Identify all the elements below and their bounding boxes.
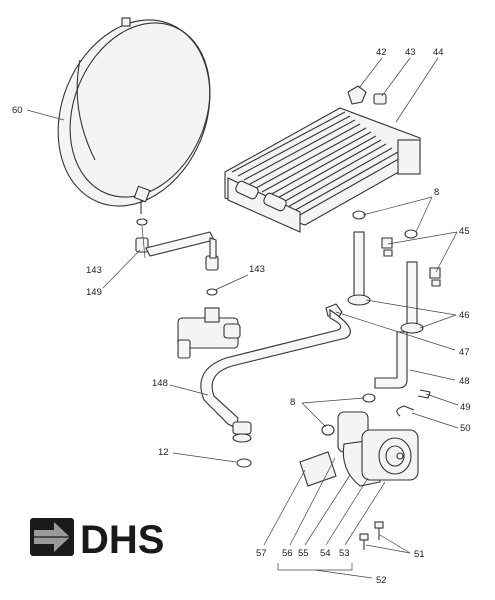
callout-52: 52 bbox=[376, 575, 387, 586]
logo-text: DHS bbox=[80, 518, 164, 562]
callout-148: 148 bbox=[152, 378, 168, 389]
callout-149: 149 bbox=[86, 287, 102, 298]
callout-8-top: 8 bbox=[434, 187, 439, 198]
callout-143-right: 143 bbox=[249, 264, 265, 275]
pipe-148 bbox=[200, 308, 351, 443]
clip-43 bbox=[373, 93, 387, 105]
clip-42 bbox=[347, 85, 367, 105]
expansion-vessel bbox=[57, 17, 211, 214]
callout-8-bottom: 8 bbox=[290, 397, 295, 408]
valve-block bbox=[177, 307, 241, 359]
callout-55: 55 bbox=[298, 548, 309, 559]
heat-exchanger bbox=[224, 107, 421, 233]
callout-48: 48 bbox=[459, 376, 470, 387]
callout-143-left: 143 bbox=[86, 265, 102, 276]
clip-50 bbox=[396, 405, 415, 417]
callout-45: 45 bbox=[459, 226, 470, 237]
callout-57: 57 bbox=[256, 548, 267, 559]
pump-assembly bbox=[299, 411, 419, 487]
callout-43: 43 bbox=[405, 47, 416, 58]
clip-45 bbox=[381, 237, 441, 287]
callout-56: 56 bbox=[282, 548, 293, 559]
callout-47: 47 bbox=[459, 347, 470, 358]
callout-44: 44 bbox=[433, 47, 444, 58]
callout-49: 49 bbox=[460, 402, 471, 413]
callout-60: 60 bbox=[12, 105, 23, 116]
seal-12 bbox=[236, 458, 252, 468]
pipe-149 bbox=[135, 218, 219, 296]
arrow-logo-icon bbox=[30, 518, 74, 556]
callout-54: 54 bbox=[320, 548, 331, 559]
callout-51: 51 bbox=[414, 549, 425, 560]
leader-lines bbox=[26, 57, 459, 579]
clip-49 bbox=[417, 389, 431, 399]
callout-53: 53 bbox=[339, 548, 350, 559]
screws-51 bbox=[359, 521, 384, 550]
flow-pipes bbox=[347, 231, 424, 389]
callout-42: 42 bbox=[376, 47, 387, 58]
seal-8-top bbox=[352, 210, 418, 239]
callout-labels: 60 42 43 44 8 45 143 143 149 46 47 148 4… bbox=[12, 47, 471, 586]
dhs-logo: DHS bbox=[30, 518, 164, 562]
callout-50: 50 bbox=[460, 423, 471, 434]
callout-12: 12 bbox=[158, 447, 169, 458]
callout-46: 46 bbox=[459, 310, 470, 321]
